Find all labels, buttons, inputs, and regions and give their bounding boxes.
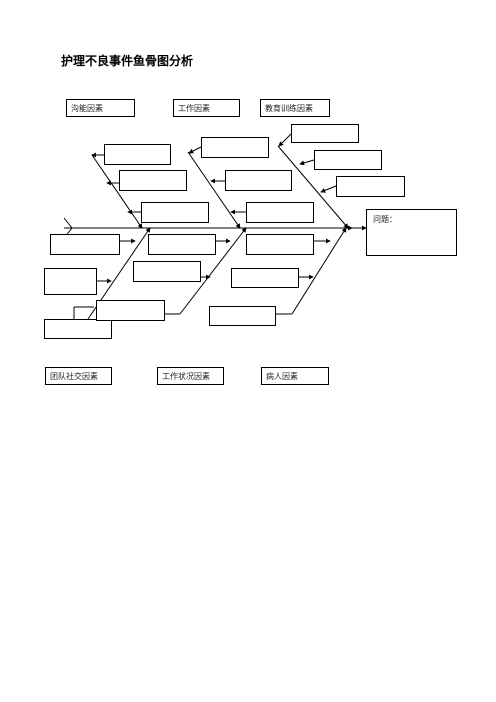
rib-t3-c [320,185,337,193]
bone-bot-3 [291,227,347,315]
cause-box [291,124,359,143]
rib-t3-a [278,133,292,147]
bone-top-2 [187,151,241,229]
cause-box [96,300,165,321]
category-communication: 沟能因素 [66,99,135,117]
cause-box [246,234,314,255]
category-education: 教育训练因素 [260,99,330,117]
problem-box: 问题： [366,209,457,256]
cause-box [44,319,112,339]
rib-t3-b [299,159,315,166]
problem-label: 问题： [373,215,397,224]
tail-upper [63,217,73,229]
page-title: 护理不良事件鱼骨图分析 [61,54,194,68]
cause-box [209,306,276,326]
cause-box [141,202,209,223]
bone-top-3 [277,145,349,229]
cause-box [119,170,187,191]
cause-box [231,268,299,288]
cause-box [225,170,292,191]
cause-box [201,137,269,158]
bone-bot-2 [179,227,247,315]
cause-box [44,268,97,295]
cause-box [50,234,120,255]
cause-box [104,144,171,165]
cause-box [336,176,405,197]
cause-box [133,261,201,282]
cause-box [246,202,314,223]
cause-box [314,150,382,170]
rib-t2-a [188,146,202,154]
bone-top-1 [91,154,143,229]
category-work-condition: 工作状况因素 [157,367,224,385]
cause-box [148,234,216,255]
category-work: 工作因素 [173,99,240,117]
category-patient: 病人因素 [261,367,329,385]
category-team-social: 团队社交因素 [45,367,112,385]
